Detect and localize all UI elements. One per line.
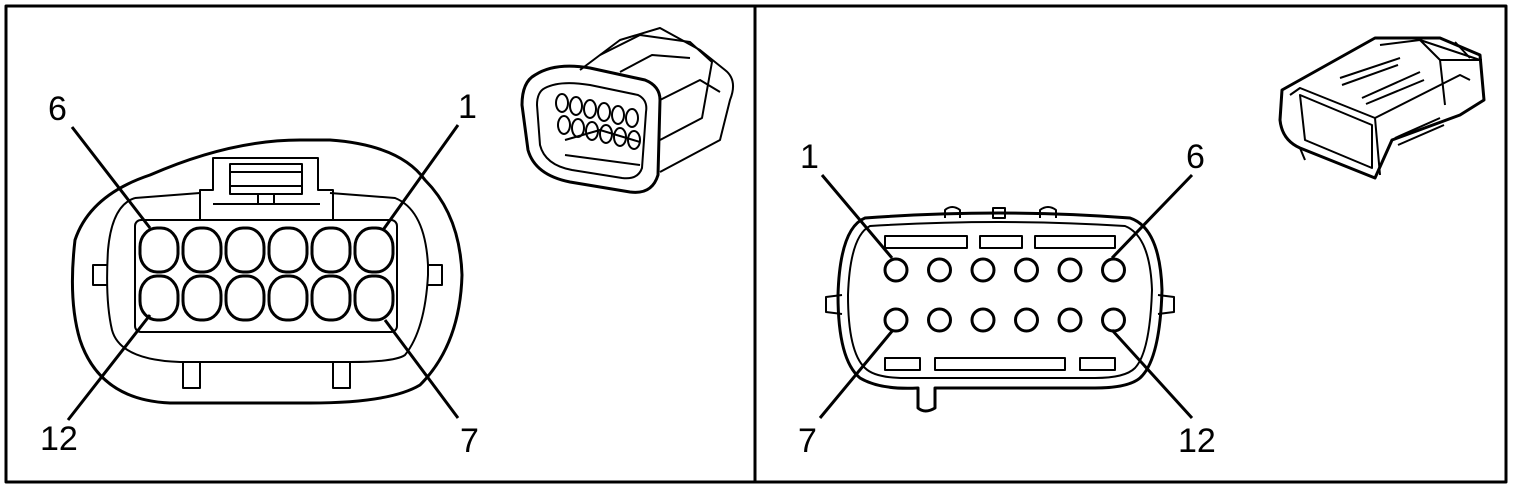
female-cavity — [181, 274, 223, 322]
male-left-ear — [825, 294, 843, 315]
male-right-ear — [1157, 294, 1175, 315]
male-connector-iso-view — [1278, 36, 1486, 180]
female-bottom-key-left — [182, 362, 201, 389]
male-pin — [1101, 257, 1126, 283]
female-cavity-frame — [134, 219, 398, 333]
male-label-top-left: 1 — [800, 138, 819, 176]
male-housing-inner — [847, 221, 1153, 379]
female-label-bottom-left: 12 — [40, 420, 78, 458]
female-left-ear — [92, 264, 108, 286]
male-pin — [970, 307, 996, 333]
female-cavity — [224, 226, 266, 274]
male-bottom-slot-1 — [884, 357, 921, 371]
male-label-bottom-right: 12 — [1178, 422, 1216, 460]
female-cavity — [181, 226, 223, 274]
female-right-ear — [428, 264, 443, 286]
male-pin — [1014, 307, 1039, 333]
male-pin — [883, 307, 909, 333]
male-pin — [1014, 257, 1039, 283]
iso-cavity — [571, 118, 585, 138]
iso-cavity — [557, 115, 571, 135]
male-leader-top-left — [820, 174, 894, 259]
female-latch-window — [229, 163, 303, 195]
female-cavity — [310, 274, 352, 322]
male-pin-callouts: 1 6 7 12 — [798, 138, 1216, 460]
iso-cavity — [569, 96, 583, 116]
male-leader-top-right — [1110, 173, 1194, 260]
male-bottom-slot-3 — [1079, 357, 1116, 371]
male-label-top-right: 6 — [1186, 138, 1205, 176]
female-label-top-right: 1 — [458, 88, 477, 126]
male-pins — [883, 257, 1126, 333]
female-cavity — [267, 274, 309, 322]
female-connector-iso-view — [520, 27, 735, 194]
iso-cavity — [613, 127, 627, 147]
female-pin-callouts: 6 1 12 7 — [40, 88, 479, 460]
iso-cavity — [611, 105, 625, 125]
male-top-slot-3 — [1034, 235, 1116, 249]
male-top-slot-1 — [884, 235, 968, 249]
female-cavity — [267, 226, 309, 274]
female-label-bottom-right: 7 — [460, 422, 479, 460]
female-cavity — [310, 226, 352, 274]
female-cavity — [138, 274, 180, 322]
female-cavity — [353, 274, 395, 322]
male-pin — [1057, 307, 1083, 333]
iso-cavity — [555, 93, 569, 113]
male-pin — [927, 307, 952, 333]
female-latch-tab — [257, 193, 275, 205]
male-pin — [1057, 257, 1083, 283]
male-bottom-slot-2 — [934, 357, 1066, 371]
female-leader-top-right — [381, 124, 460, 231]
female-housing-outline — [70, 138, 464, 405]
female-cavity — [353, 226, 395, 274]
female-leader-top-left — [70, 126, 152, 229]
male-leader-bottom-left — [818, 329, 895, 419]
male-pin — [883, 257, 909, 283]
female-cavity — [138, 226, 180, 274]
female-bottom-key-right — [332, 362, 351, 389]
female-label-top-left: 6 — [48, 90, 67, 128]
iso-cavity — [597, 102, 611, 122]
male-leader-bottom-right — [1110, 328, 1194, 420]
female-latch — [199, 157, 334, 220]
iso-cavity — [585, 121, 599, 141]
male-top-slot-2 — [979, 235, 1023, 249]
female-cavities — [138, 226, 395, 322]
female-leader-bottom-left — [66, 314, 152, 421]
male-pin — [970, 257, 996, 283]
iso-cavity — [599, 124, 613, 144]
female-cavity — [224, 274, 266, 322]
iso-cavity — [627, 130, 641, 150]
male-housing-outline — [836, 211, 1164, 413]
male-label-bottom-left: 7 — [798, 422, 817, 460]
iso-cavity — [625, 108, 639, 128]
male-pin — [927, 257, 952, 283]
male-connector-panel — [825, 206, 1175, 413]
male-pin — [1101, 307, 1126, 333]
iso-cavity — [583, 99, 597, 119]
female-leader-bottom-right — [383, 319, 460, 419]
female-connector-panel — [70, 138, 464, 405]
